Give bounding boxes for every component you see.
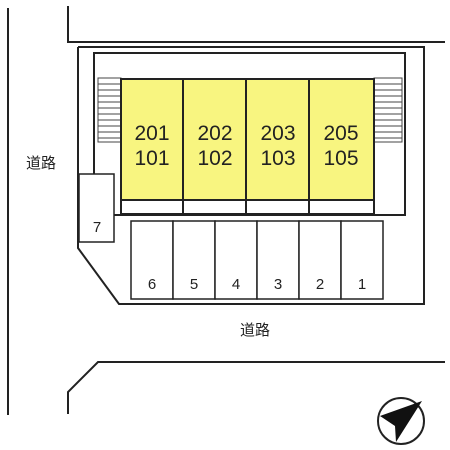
unit-block-4 xyxy=(308,78,375,201)
parking-spot-label-1: 1 xyxy=(358,276,366,293)
unit-lower-label-2: 102 xyxy=(197,147,232,170)
parking-spot-1 xyxy=(340,220,384,300)
unit-upper-label-1: 201 xyxy=(134,122,169,145)
west-road-label: 道路 xyxy=(26,154,56,172)
parking-spot-label-3: 3 xyxy=(274,276,282,293)
stair-icon-right xyxy=(373,77,403,143)
parking-spot-label-5: 5 xyxy=(190,276,198,293)
parking-spot-label-2: 2 xyxy=(316,276,324,293)
parking-spot-label-4: 4 xyxy=(232,276,240,293)
unit-lower-label-4: 105 xyxy=(323,147,358,170)
parking-spot-6 xyxy=(130,220,174,300)
south-road-label: 道路 xyxy=(240,321,270,339)
parking-spot-label-7: 7 xyxy=(93,219,101,236)
unit-upper-label-3: 203 xyxy=(260,122,295,145)
south-road-edge xyxy=(67,361,445,414)
unit-lower-label-3: 103 xyxy=(260,147,295,170)
unit-lower-label-1: 101 xyxy=(134,147,169,170)
parking-spot-4 xyxy=(214,220,258,300)
north-arrow-icon xyxy=(377,397,425,445)
north-boundary-line xyxy=(67,6,445,43)
stair-icon-left xyxy=(97,77,122,143)
property-outline xyxy=(77,46,425,305)
unit-block-2 xyxy=(182,78,247,201)
parking-spot-7 xyxy=(78,173,115,243)
parking-spot-label-6: 6 xyxy=(148,276,156,293)
unit-upper-label-4: 205 xyxy=(323,122,358,145)
parking-spot-5 xyxy=(172,220,216,300)
unit-upper-label-2: 202 xyxy=(197,122,232,145)
parking-spot-2 xyxy=(298,220,342,300)
parking-spot-3 xyxy=(256,220,300,300)
balcony-strip xyxy=(120,199,375,215)
